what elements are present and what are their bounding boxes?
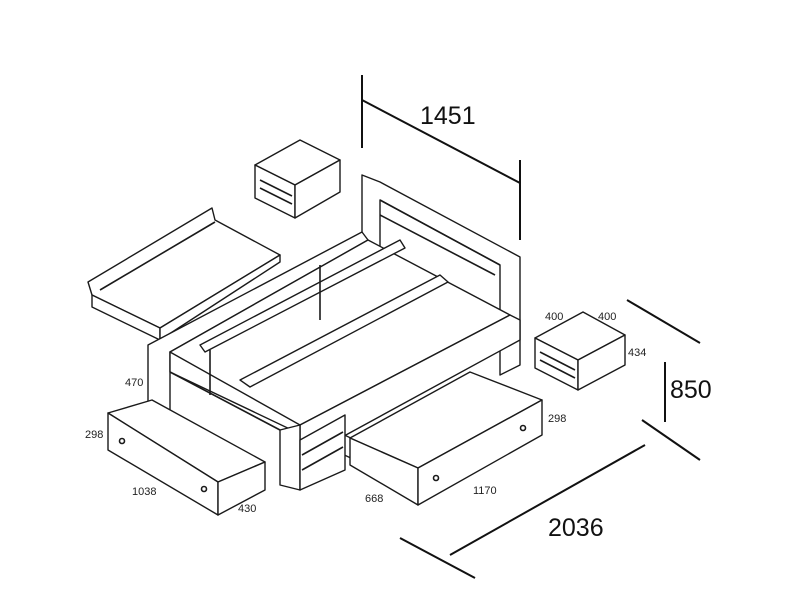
dimension-length-lines [399, 444, 646, 579]
bed-side-height-label: 470 [125, 377, 143, 389]
nightstand-right [534, 311, 626, 391]
left-drawer-length-label: 1038 [132, 486, 156, 498]
right-drawer-length-label: 1170 [473, 485, 497, 497]
right-drawer-depth-label: 668 [365, 493, 383, 505]
drawer-right [349, 371, 543, 506]
nightstand-top [254, 139, 341, 219]
dim-width-label: 1451 [420, 102, 476, 130]
left-drawer-depth-label: 430 [238, 503, 256, 515]
right-drawer-height-label: 298 [548, 413, 566, 425]
bed-side-panel [87, 207, 281, 341]
dim-length-label: 2036 [548, 514, 604, 542]
drawer-left [107, 399, 266, 516]
nightstand-depth-label: 400 [598, 311, 616, 323]
left-drawer-height-label: 298 [85, 429, 103, 441]
nightstand-width-label: 400 [545, 311, 563, 323]
nightstand-height-label: 434 [628, 347, 646, 359]
dimension-width-lines [361, 75, 521, 240]
dimension-height-lines [626, 299, 701, 461]
dim-height-label: 850 [670, 376, 712, 404]
